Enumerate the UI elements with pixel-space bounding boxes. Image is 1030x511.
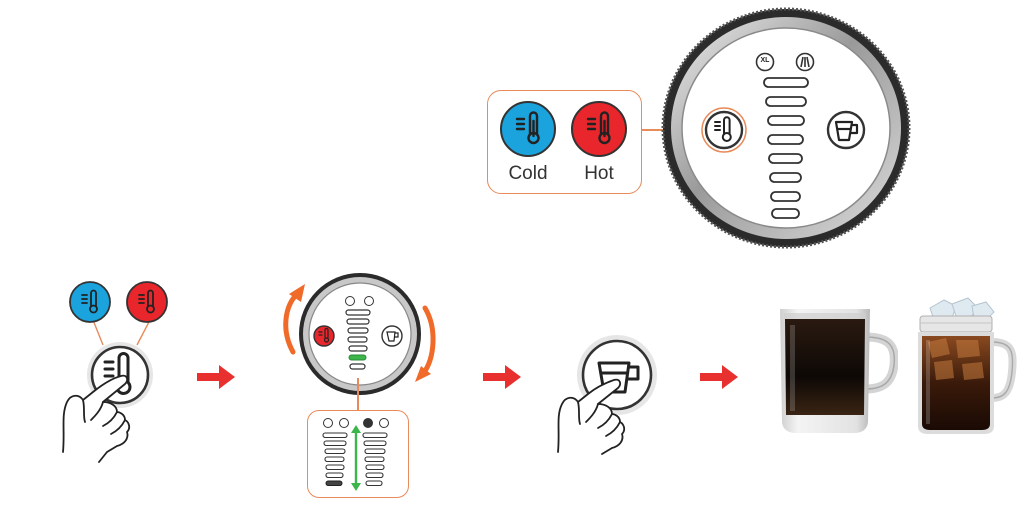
iced-coffee-jar: [912, 296, 1017, 436]
pointing-hand-icon: [62, 374, 131, 463]
hot-label: Hot: [584, 163, 614, 184]
control-dial-large: [660, 6, 912, 250]
cup-size-panel: [307, 410, 409, 498]
xl-indicator: [755, 52, 775, 72]
step-select-temperature: [55, 280, 180, 465]
cold-temperature-button[interactable]: [500, 101, 556, 157]
hot-coffee-mug: [778, 305, 898, 435]
step-rotate-dial: [275, 270, 445, 400]
cold-label: Cold: [508, 163, 548, 184]
hot-mini-button: [126, 281, 168, 323]
next-arrow-3: [700, 363, 740, 391]
cup-size-bars: [763, 77, 809, 219]
step-press-brew: [552, 330, 664, 460]
cold-mini-button: [69, 281, 111, 323]
hot-temperature-button[interactable]: [571, 101, 627, 157]
thermometer-icon: [515, 111, 540, 145]
temperature-callout: [487, 90, 642, 194]
panel-connector: [357, 378, 359, 410]
up-down-arrow-icon: [351, 425, 361, 491]
cup-icon: [597, 361, 640, 394]
next-arrow-1: [197, 363, 237, 391]
cup-icon: [834, 120, 859, 142]
pointing-hand-icon: [557, 378, 626, 455]
thermometer-icon: [714, 116, 732, 142]
xl-badge-text: XL: [760, 57, 770, 64]
rotate-arrows-icon: [283, 291, 436, 377]
thermometer-icon: [586, 111, 611, 145]
next-arrow-2: [483, 363, 523, 391]
flow-icon: [795, 52, 815, 72]
dial-temperature-button: [701, 107, 747, 153]
dial-brew-button: [826, 110, 866, 150]
